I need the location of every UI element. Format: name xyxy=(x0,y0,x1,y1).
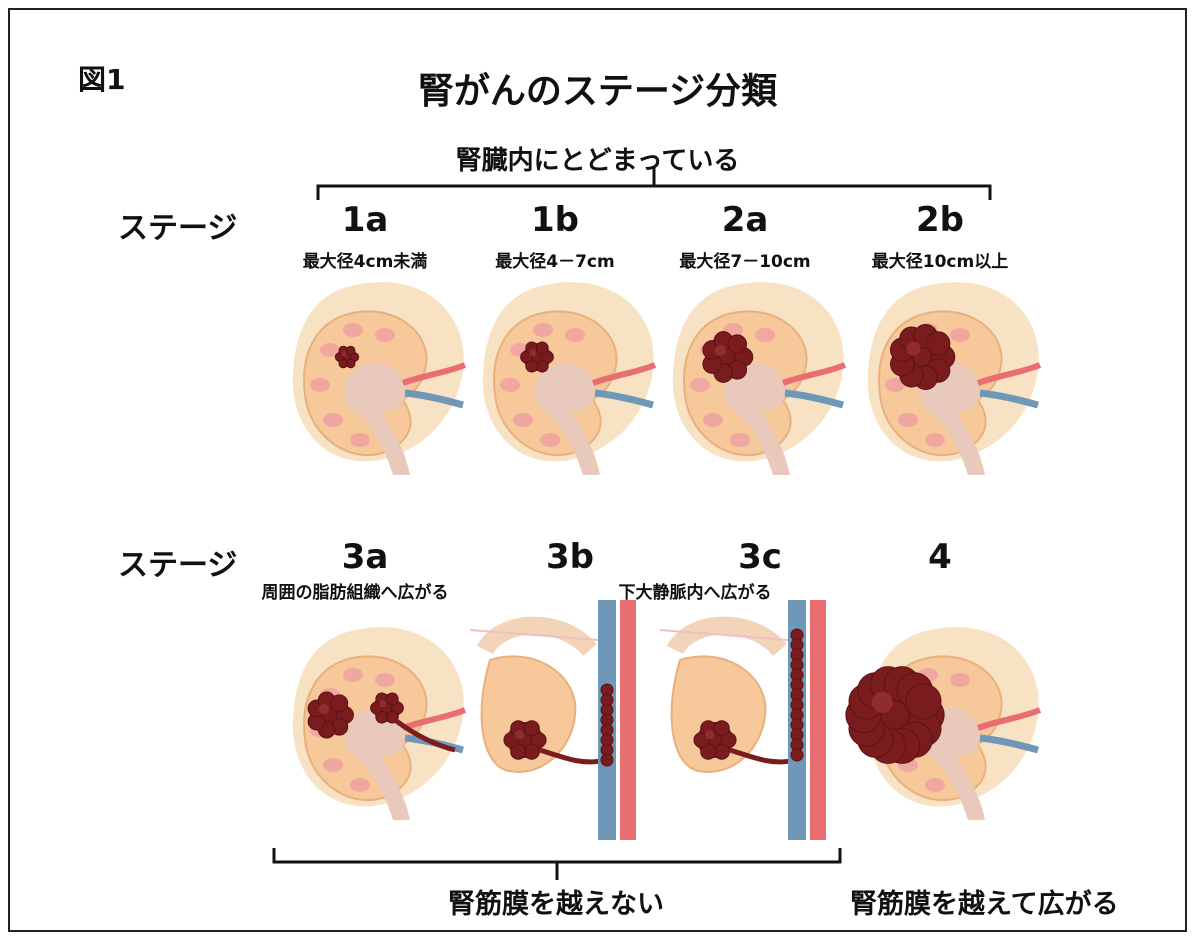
bottom-brace xyxy=(274,848,840,880)
kidney-stage-2a xyxy=(673,282,845,475)
kidney-stage-1a xyxy=(293,282,465,475)
tumor-stage-1a xyxy=(335,346,358,367)
tumor-stage-2b xyxy=(891,325,955,390)
top-brace xyxy=(318,168,990,200)
kidney-stage-3a xyxy=(293,627,465,820)
kidney-stage-4 xyxy=(846,627,1040,820)
tumor-stage-4 xyxy=(846,667,944,764)
tumor-stage-1b xyxy=(521,342,554,372)
aorta-3b xyxy=(620,600,636,840)
kidney-stage-2b xyxy=(868,282,1040,475)
kidney-stage-3b xyxy=(470,600,636,840)
tumor-stage-3a-vessel xyxy=(371,693,404,723)
kidney-stage-3c xyxy=(660,600,826,840)
kidney-stage-1b xyxy=(483,282,655,475)
aorta-3c xyxy=(810,600,826,840)
